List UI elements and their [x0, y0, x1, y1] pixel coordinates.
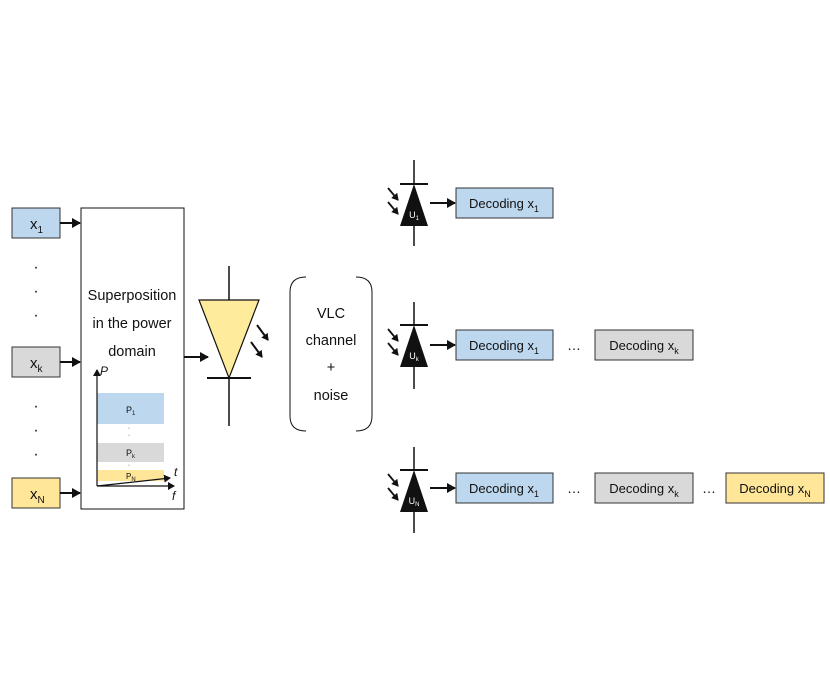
decoder-uk-x1: [455, 329, 554, 361]
input-x1: x1: [11, 207, 61, 239]
svg-text:+: +: [327, 360, 335, 376]
svg-text:VLC: VLC: [317, 306, 345, 322]
decoder-u1-x1-label: Decoding x1: [469, 196, 539, 214]
photodiode-uN: [400, 470, 428, 512]
band-pk: [97, 443, 164, 462]
user-u1-label: U1: [409, 210, 420, 222]
svg-text:·: ·: [33, 307, 38, 324]
user-uN-label: UN: [409, 496, 420, 508]
band-pN-label: PN: [126, 472, 136, 483]
svg-text:in the power: in the power: [93, 316, 172, 332]
band-pN: [97, 470, 164, 481]
decoder-uk-xk: [594, 329, 694, 361]
input-dots-lower: · · ·: [33, 398, 38, 463]
svg-text:channel: channel: [306, 333, 357, 349]
svg-text:·: ·: [33, 446, 38, 463]
channel-text: VLC channel + noise: [306, 306, 357, 404]
ellipsis-uN-2: …: [702, 480, 716, 496]
decoder-uN-xN-label: Decoding xN: [739, 481, 811, 499]
photodiode-u1: [400, 184, 428, 226]
receiver-uk: Uk Decoding x1 … Decoding xk: [387, 302, 694, 389]
band-p1-label: P1: [126, 405, 136, 417]
svg-text:·: ·: [33, 259, 38, 276]
input-x1-box: [11, 207, 61, 239]
decoder-uN-x1: [455, 472, 554, 504]
t-axis-label: t: [174, 465, 178, 479]
band-p1: [97, 393, 164, 424]
power-plot: P1 Pk PN · · · P t f: [93, 364, 178, 503]
svg-text:·: ·: [33, 422, 38, 439]
input-x1-label: x1: [30, 216, 44, 236]
input-xN: xN: [11, 477, 61, 509]
vlc-channel: VLC channel + noise: [289, 276, 373, 432]
receiver-u1: U1 Decoding x1: [387, 160, 554, 246]
decoder-uN-xk-label: Decoding xk: [609, 481, 679, 499]
decoder-uN-xN: [725, 472, 825, 504]
f-axis-label: f: [172, 489, 177, 503]
photodiode-uk: [400, 325, 428, 367]
svg-text:domain: domain: [108, 344, 156, 360]
input-xN-label: xN: [30, 486, 45, 506]
ellipsis-uk: …: [567, 337, 581, 353]
light-ray-1: [256, 324, 269, 341]
p-axis-label: P: [100, 364, 108, 378]
decoder-uN-x1-label: Decoding x1: [469, 481, 539, 499]
ellipsis-uN-1: …: [567, 480, 581, 496]
svg-text:noise: noise: [314, 388, 349, 404]
superposition-text: Superposition in the power domain: [88, 288, 177, 360]
input-xk-label: xk: [30, 355, 44, 375]
decoder-uk-x1-label: Decoding x1: [469, 338, 539, 356]
input-xk: xk: [11, 346, 61, 378]
svg-text:·: ·: [128, 432, 130, 439]
t-axis: [96, 474, 171, 487]
led-triangle: [198, 299, 260, 380]
band-dots: · · ·: [128, 425, 130, 469]
input-xk-box: [11, 346, 61, 378]
svg-text:·: ·: [128, 425, 130, 432]
svg-text:·: ·: [128, 462, 130, 469]
svg-text:·: ·: [33, 398, 38, 415]
channel-bracket-left: [289, 276, 307, 432]
light-ray-2: [250, 341, 263, 358]
band-pk-label: Pk: [126, 448, 136, 460]
receiver-uN: UN Decoding x1 … Decoding xk … Decoding …: [387, 447, 825, 533]
svg-text:Superposition: Superposition: [88, 288, 177, 304]
led-transmitter: [198, 266, 269, 426]
decoder-uN-xk: [594, 472, 694, 504]
decoder-uk-xk-label: Decoding xk: [609, 338, 679, 356]
input-dots-upper: · · ·: [33, 259, 38, 324]
user-uk-label: Uk: [409, 351, 420, 363]
input-xN-box: [11, 477, 61, 509]
svg-text:·: ·: [33, 283, 38, 300]
decoder-u1-x1: [455, 187, 554, 219]
channel-bracket-right: [355, 276, 373, 432]
